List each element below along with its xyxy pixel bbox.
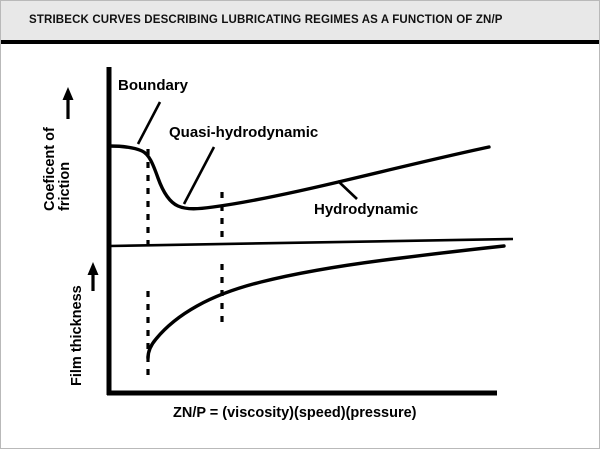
coefficient-of-friction-curve bbox=[107, 144, 491, 211]
boundary-leader-line bbox=[136, 101, 162, 145]
y-axis-label-coefficient-line2: friction bbox=[57, 161, 73, 211]
panel-divider-line bbox=[108, 237, 514, 248]
coefficient-axis-arrow-icon bbox=[62, 87, 74, 119]
page-title: STRIBECK CURVES DESCRIBING LUBRICATING R… bbox=[29, 14, 503, 26]
quasi-hydrodynamic-leader-line bbox=[182, 146, 216, 205]
film-thickness-axis-arrow-icon bbox=[87, 262, 99, 291]
y-axis-label-coefficient: Coeficent of friction bbox=[42, 127, 73, 211]
title-bar: STRIBECK CURVES DESCRIBING LUBRICATING R… bbox=[1, 1, 599, 44]
film-thickness-curve bbox=[146, 244, 506, 360]
hydrodynamic-leader-line bbox=[337, 180, 358, 200]
y-axis-label-coefficient-line1: Coeficent of bbox=[42, 127, 58, 211]
annotation-hydrodynamic: Hydrodynamic bbox=[314, 201, 419, 218]
y-axis-label-film-thickness: Film thickness bbox=[69, 285, 85, 386]
annotation-quasi-hydrodynamic: Quasi-hydrodynamic bbox=[169, 124, 319, 141]
x-axis-label: ZN/P = (viscosity)(speed)(pressure) bbox=[173, 405, 417, 421]
annotation-boundary: Boundary bbox=[118, 77, 189, 94]
